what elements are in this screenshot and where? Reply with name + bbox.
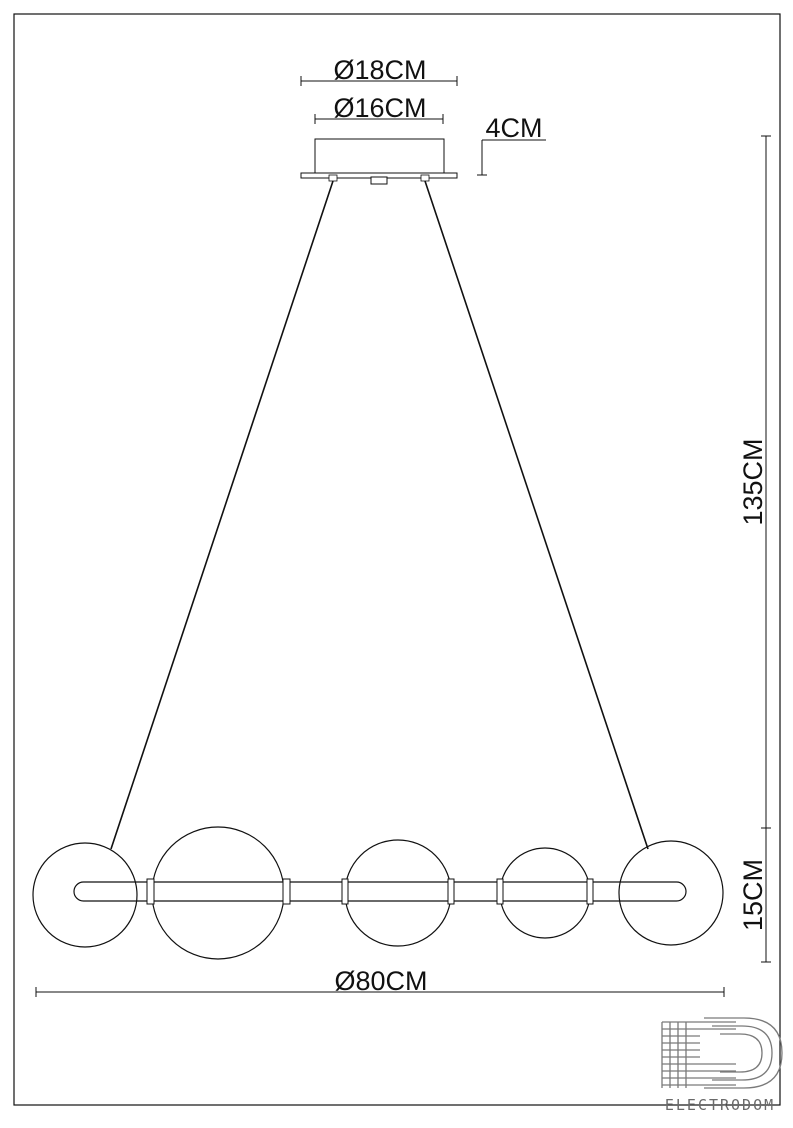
ceiling-canopy: [300, 138, 458, 185]
fixture-diameter-label: Ø80CM: [334, 966, 427, 996]
globe-1: [32, 842, 138, 948]
canopy-outer-diameter-dimension: Ø18CM: [300, 55, 458, 86]
canopy-height-dimension: 4CM: [477, 113, 546, 176]
canopy-height-label: 4CM: [485, 113, 542, 143]
drop-height-label: 135CM: [738, 438, 768, 525]
globe-5: [618, 840, 724, 946]
fixture-diameter-dimension: Ø80CM: [35, 966, 725, 997]
right-suspension-cable: [424, 180, 649, 850]
electrodom-wordmark: ELECTRODOM: [665, 1096, 775, 1114]
fixture-rod: [73, 881, 687, 902]
canopy-inner-diameter-dimension: Ø16CM: [314, 93, 444, 124]
left-suspension-cable: [110, 180, 334, 850]
drawing-frame: [13, 13, 781, 1106]
electrodom-monogram: [661, 1021, 736, 1088]
canopy-inner-diameter-label: Ø16CM: [333, 93, 426, 123]
drop-height-dimension: 135CM: [738, 135, 771, 829]
canopy-outer-diameter-label: Ø18CM: [333, 55, 426, 85]
rod-connectors: [146, 878, 594, 905]
electrodom-logo: ELECTRODOM: [661, 1017, 783, 1114]
fixture-height-dimension: 15CM: [738, 828, 771, 963]
fixture-height-label: 15CM: [738, 859, 768, 931]
